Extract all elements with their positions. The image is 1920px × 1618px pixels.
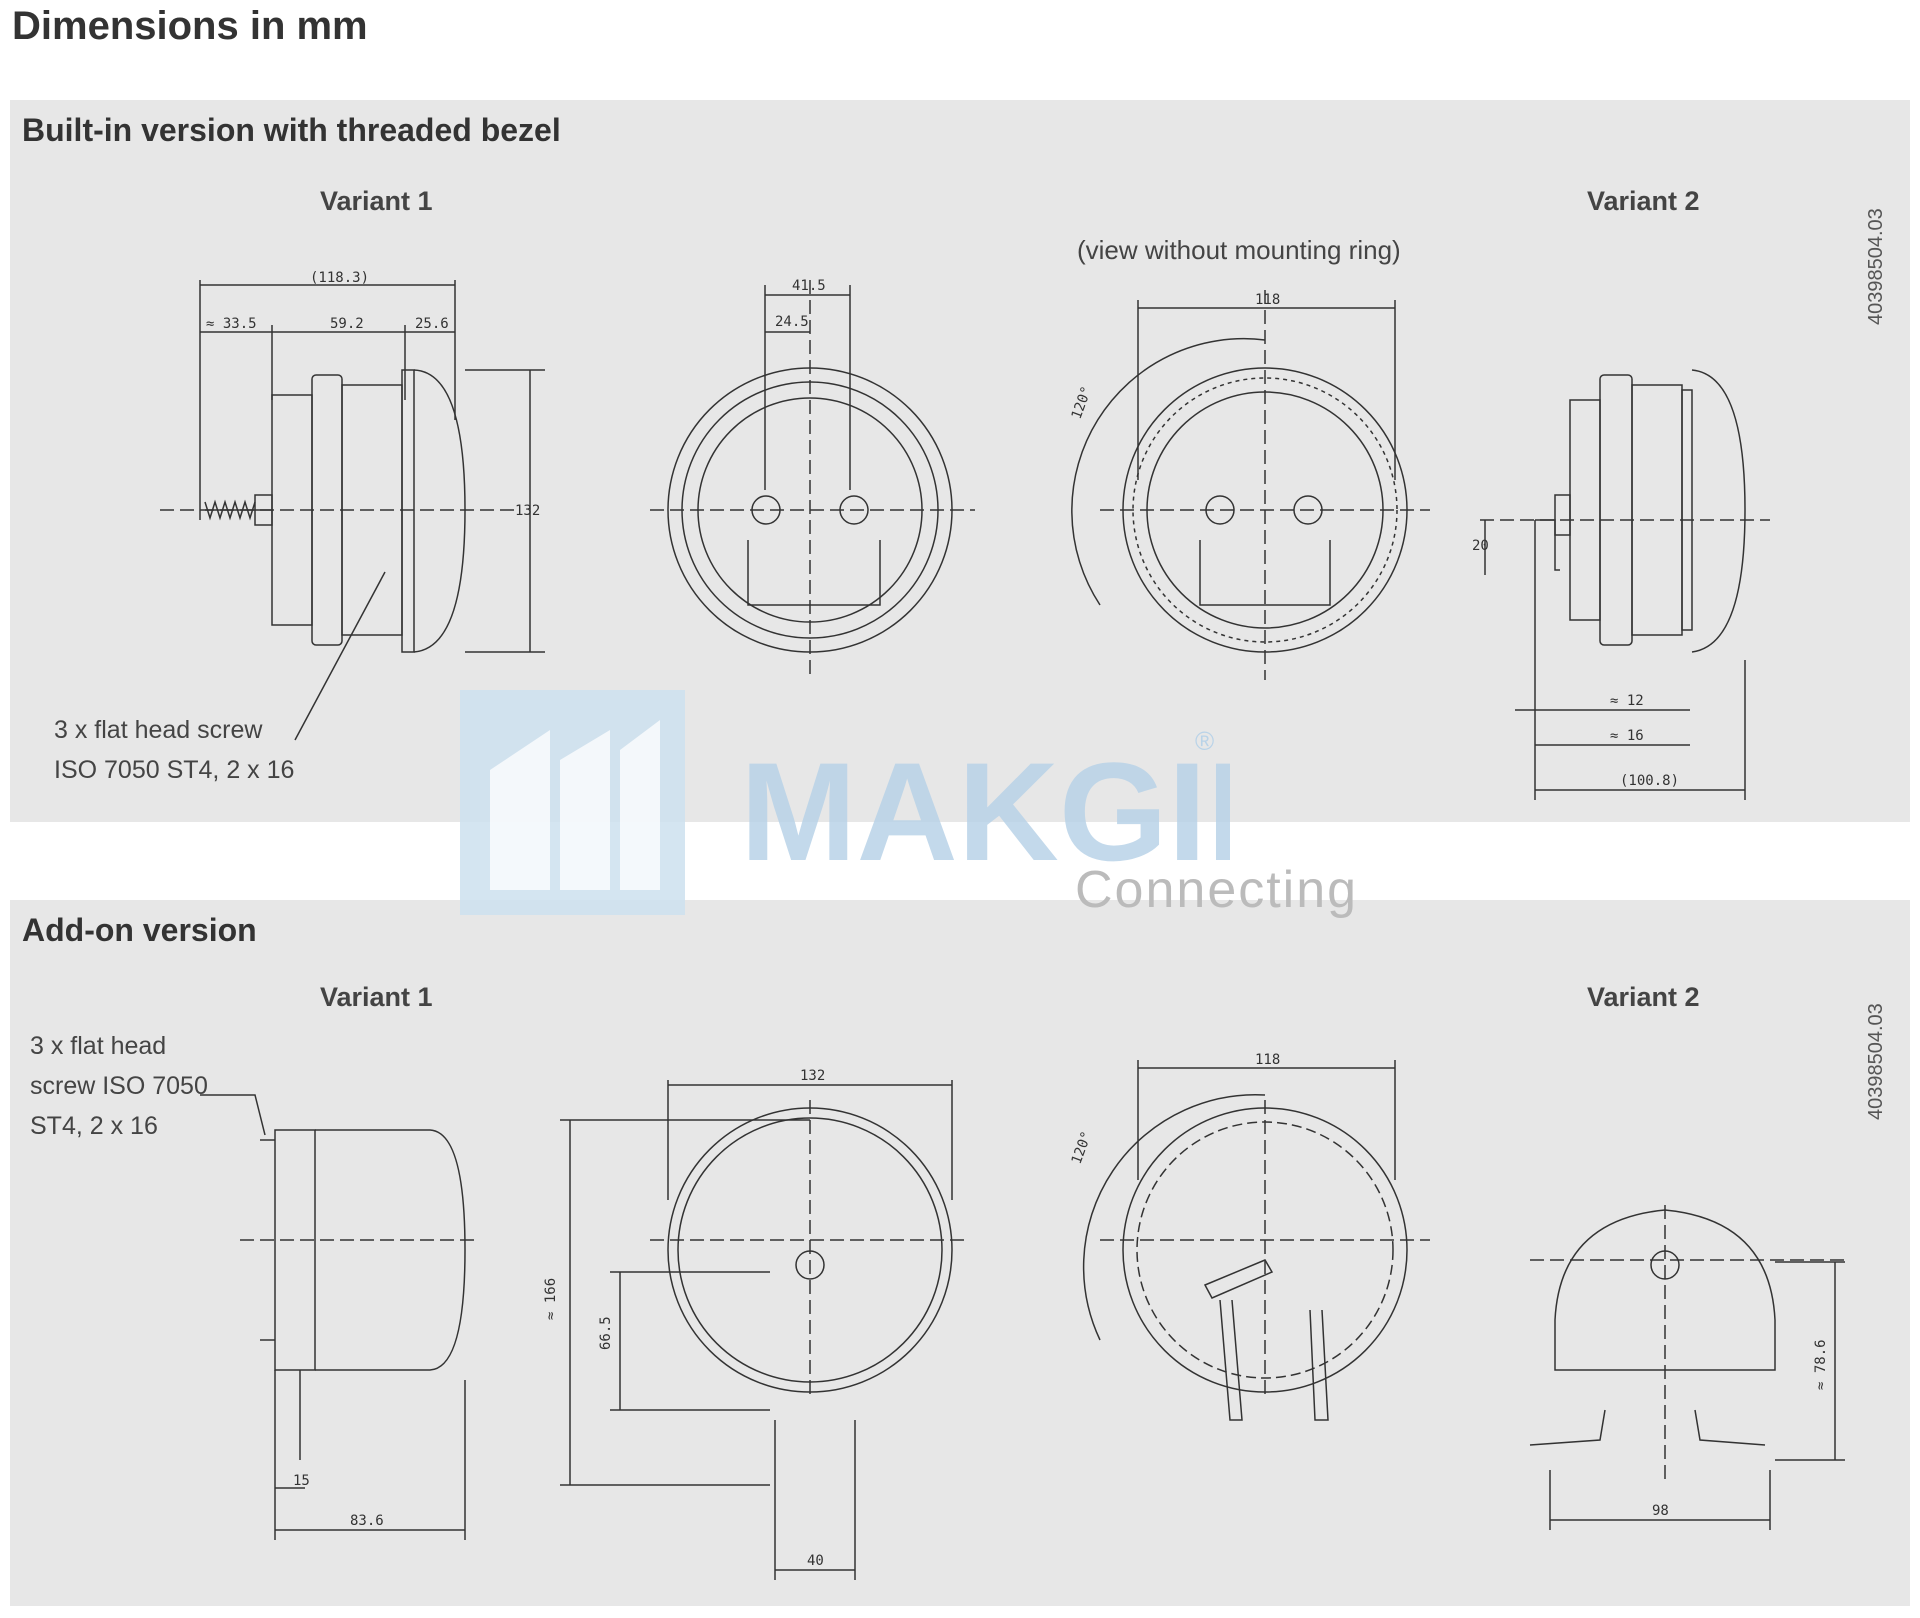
svg-text:≈ 12: ≈ 12 [1610, 693, 1644, 709]
svg-text:15: 15 [293, 1473, 310, 1489]
svg-text:≈ 78.6: ≈ 78.6 [1813, 1339, 1829, 1390]
built-in-panel: Built-in version with threaded bezel Var… [10, 100, 1910, 822]
svg-text:120°: 120° [1069, 384, 1096, 421]
screw-note-line1: 3 x flat head screw [54, 716, 263, 744]
v1-front-view [560, 1080, 970, 1580]
variant1-label: Variant 1 [320, 982, 433, 1012]
v2-side-view [1529, 1205, 1850, 1530]
svg-text:20: 20 [1472, 538, 1489, 554]
section-heading-built-in: Built-in version with threaded bezel [22, 112, 561, 148]
variant1-label: Variant 1 [320, 186, 433, 216]
section-heading-add-on: Add-on version [22, 912, 257, 948]
v2-side-view [1480, 369, 1770, 800]
svg-text:(118.3): (118.3) [310, 270, 369, 286]
svg-text:≈ 33.5: ≈ 33.5 [206, 316, 257, 332]
v1-rear-view [650, 280, 975, 680]
screw-note-line3: ST4, 2 x 16 [30, 1112, 158, 1140]
screw-note-line2: ISO 7050 ST4, 2 x 16 [54, 756, 295, 784]
svg-text:®: ® [1195, 726, 1214, 756]
screw-note-line1: 3 x flat head [30, 1032, 167, 1060]
svg-text:40: 40 [807, 1553, 824, 1569]
makgil-logo: MAKGIL ® [460, 690, 1230, 915]
svg-text:41.5: 41.5 [792, 278, 826, 294]
svg-text:(100.8): (100.8) [1620, 773, 1679, 789]
svg-text:≈ 16: ≈ 16 [1610, 728, 1644, 744]
variant2-label: Variant 2 [1587, 982, 1700, 1012]
svg-text:98: 98 [1652, 1503, 1669, 1519]
svg-text:≈ 166: ≈ 166 [543, 1278, 559, 1320]
add-on-panel: Add-on version Variant 1 Variant 2 3 x f… [10, 900, 1910, 1606]
svg-text:120°: 120° [1069, 1129, 1096, 1166]
v2-front-view [1071, 290, 1430, 680]
svg-text:25.6: 25.6 [415, 316, 449, 332]
v1-side-view [200, 1094, 480, 1540]
screw-note-line2: screw ISO 7050 [30, 1072, 208, 1100]
variant2-label: Variant 2 [1587, 186, 1700, 216]
v1-side-view [160, 280, 545, 741]
svg-text:132: 132 [515, 503, 540, 519]
makgil-tagline: Connecting [1075, 861, 1359, 919]
v2-front-view [1082, 1060, 1430, 1421]
svg-text:66.5: 66.5 [598, 1316, 614, 1350]
add-on-drawing: 15 83.6 132 ≈ 166 66.5 40 [200, 1052, 1850, 1580]
svg-text:118: 118 [1255, 292, 1280, 308]
page-title: Dimensions in mm [12, 4, 368, 48]
built-in-drawing: (118.3) ≈ 33.5 59.2 25.6 132 41.5 24.5 [160, 270, 1770, 800]
svg-text:132: 132 [800, 1068, 825, 1084]
svg-text:MAKGIL: MAKGIL [740, 733, 1230, 890]
svg-text:59.2: 59.2 [330, 316, 364, 332]
svg-text:83.6: 83.6 [350, 1513, 384, 1529]
svg-text:118: 118 [1255, 1052, 1280, 1068]
svg-text:24.5: 24.5 [775, 314, 809, 330]
view-note: (view without mounting ring) [1077, 235, 1401, 265]
